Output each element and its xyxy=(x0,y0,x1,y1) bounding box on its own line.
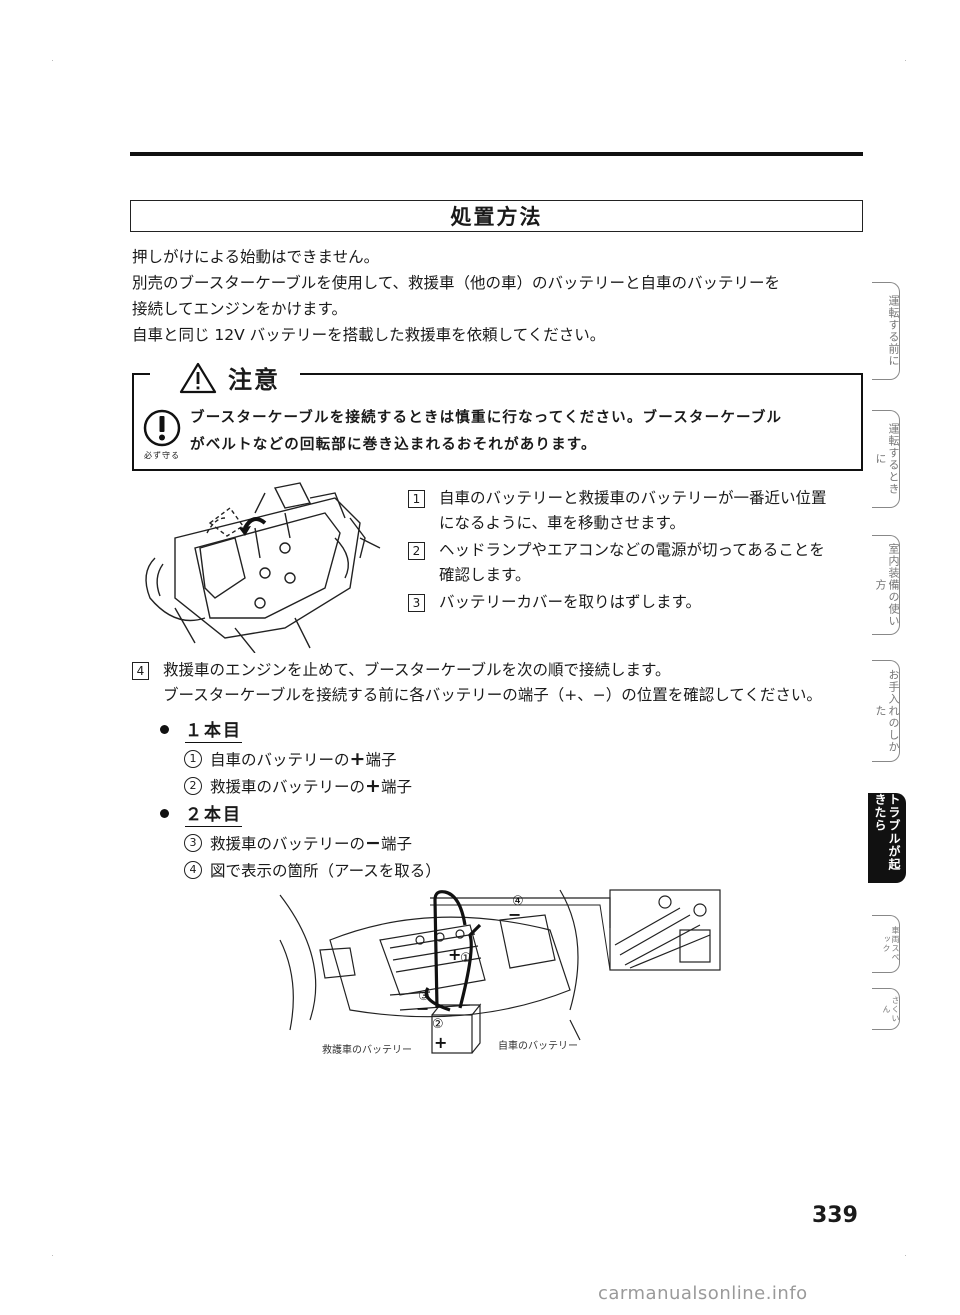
step-text-line: ヘッドランプやエアコンなどの電源が切ってあることを xyxy=(439,541,825,559)
battery-cover-illustration xyxy=(145,482,381,653)
cable-1-item-2: 2 救援車のバッテリーの + 端子 xyxy=(184,772,412,799)
figure-mark-2: ② xyxy=(432,1017,444,1032)
circled-number: 3 xyxy=(184,833,202,852)
tab-before-driving[interactable] xyxy=(872,282,900,380)
caution-header: 注意 xyxy=(178,360,280,395)
step-2: 2 ヘッドランプやエアコンなどの電源が切ってあることを 確認します。 xyxy=(408,538,827,588)
page-number: 339 xyxy=(812,1203,858,1228)
minus-mark: − xyxy=(416,999,429,1018)
jump-start-illustration: ④ ① ③ ② + − − + xyxy=(279,889,721,1054)
plus-mark: + xyxy=(448,945,461,964)
cable-2-item-3: 3 救援車のバッテリーの − 端子 xyxy=(184,829,441,856)
step-4: 4 救援車のエンジンを止めて、ブースターケーブルを次の順で接続します。 ブースタ… xyxy=(132,658,822,708)
tab-vehicle-specs[interactable] xyxy=(872,915,900,973)
tab-index[interactable] xyxy=(872,988,900,1030)
caution-box xyxy=(132,373,863,471)
intro-line: 別売のブースターケーブルを使用して、救援車（他の車）のバッテリーと自車のバッテリ… xyxy=(132,274,781,292)
warning-triangle-icon xyxy=(179,362,217,393)
tab-troubleshooting[interactable]: トラブルが起きたら xyxy=(868,793,906,883)
step-text-line: 自車のバッテリーと救援車のバッテリーが一番近い位置 xyxy=(439,489,827,507)
circled-number: 4 xyxy=(184,860,202,879)
cable-2-section: ２本目 3 救援車のバッテリーの − 端子 4 図で表示の箇所（アースを取る） xyxy=(160,800,441,883)
intro-line: 押しがけによる始動はできません。 xyxy=(132,248,380,266)
tab-label: 室内装備の使い方 xyxy=(874,543,900,627)
figure-mark-3: ③ xyxy=(418,989,430,1004)
tab-label: お手入れのしかた xyxy=(874,669,900,753)
caution-line: がベルトなどの回転部に巻き込まれるおそれがあります。 xyxy=(190,437,597,453)
step-text-line: ブースターケーブルを接続する前に各バッテリーの端子（+、−）の位置を確認してくだ… xyxy=(163,686,822,704)
intro-text: 押しがけによる始動はできません。 別売のブースターケーブルを使用して、救援車（他… xyxy=(132,244,867,348)
tab-label: 運転するときに xyxy=(874,423,900,495)
exclamation-circle-icon xyxy=(143,409,181,447)
step-3: 3 バッテリーカバーを取りはずします。 xyxy=(408,590,827,615)
step-number: 1 xyxy=(408,490,425,508)
caution-title: 注意 xyxy=(228,366,280,394)
top-rule xyxy=(130,152,863,156)
steps-1-3: 1 自車のバッテリーと救援車のバッテリーが一番近い位置 になるように、車を移動さ… xyxy=(408,486,827,615)
bullet-dot xyxy=(160,725,169,734)
must-follow-badge: 必ず守る xyxy=(138,408,186,461)
plus-sign: + xyxy=(365,774,381,797)
caption-own-battery: 自車のバッテリー xyxy=(498,1041,578,1052)
tab-label: 運転する前に xyxy=(887,295,900,367)
step-number: 3 xyxy=(408,594,425,612)
bullet-dot xyxy=(160,809,169,818)
tab-while-driving[interactable] xyxy=(872,410,900,508)
step-text-line: バッテリーカバーを取りはずします。 xyxy=(439,593,701,611)
caption-rescue-battery: 救護車のバッテリー xyxy=(322,1045,412,1056)
section-title: 処置方法 xyxy=(130,200,863,232)
circled-number: 2 xyxy=(184,776,202,795)
circled-number: 1 xyxy=(184,749,202,768)
cable-1-label: １本目 xyxy=(185,716,242,743)
plus-sign: + xyxy=(349,747,366,770)
cable-2-label: ２本目 xyxy=(185,800,242,827)
minus-mark: − xyxy=(508,905,521,924)
tab-interior-equipment[interactable] xyxy=(872,535,900,635)
caution-line: ブースターケーブルを接続するときは慎重に行なってください。ブースターケーブル xyxy=(190,410,783,426)
cable-1-section: １本目 1 自車のバッテリーの + 端子 2 救援車のバッテリーの + 端子 xyxy=(160,716,412,799)
step-text-line: 確認します。 xyxy=(439,566,531,584)
tab-label: 車両スペック xyxy=(882,926,900,962)
must-follow-label: 必ず守る xyxy=(144,451,180,460)
intro-line: 自車と同じ 12V バッテリーを搭載した救援車を依頼してください。 xyxy=(132,326,606,344)
plus-mark: + xyxy=(434,1033,447,1052)
step-number: 4 xyxy=(132,662,149,680)
cable-1-item-1: 1 自車のバッテリーの + 端子 xyxy=(184,745,412,772)
figure-mark-1: ① xyxy=(460,951,472,966)
step-text-line: 救援車のエンジンを止めて、ブースターケーブルを次の順で接続します。 xyxy=(163,661,671,679)
caution-text: ブースターケーブルを接続するときは慎重に行なってください。ブースターケーブル が… xyxy=(190,405,855,459)
step-number: 2 xyxy=(408,542,425,560)
cable-2-item-4: 4 図で表示の箇所（アースを取る） xyxy=(184,856,441,883)
watermark: carmanualsonline.info xyxy=(598,1283,808,1304)
figure-mark-4: ④ xyxy=(512,894,524,909)
tab-label: さくいん xyxy=(882,995,900,1023)
tab-maintenance[interactable] xyxy=(872,660,900,762)
minus-sign: − xyxy=(365,831,381,854)
step-1: 1 自車のバッテリーと救援車のバッテリーが一番近い位置 になるように、車を移動さ… xyxy=(408,486,827,536)
intro-line: 接続してエンジンをかけます。 xyxy=(132,300,347,318)
step-text-line: になるように、車を移動させます。 xyxy=(439,514,685,532)
